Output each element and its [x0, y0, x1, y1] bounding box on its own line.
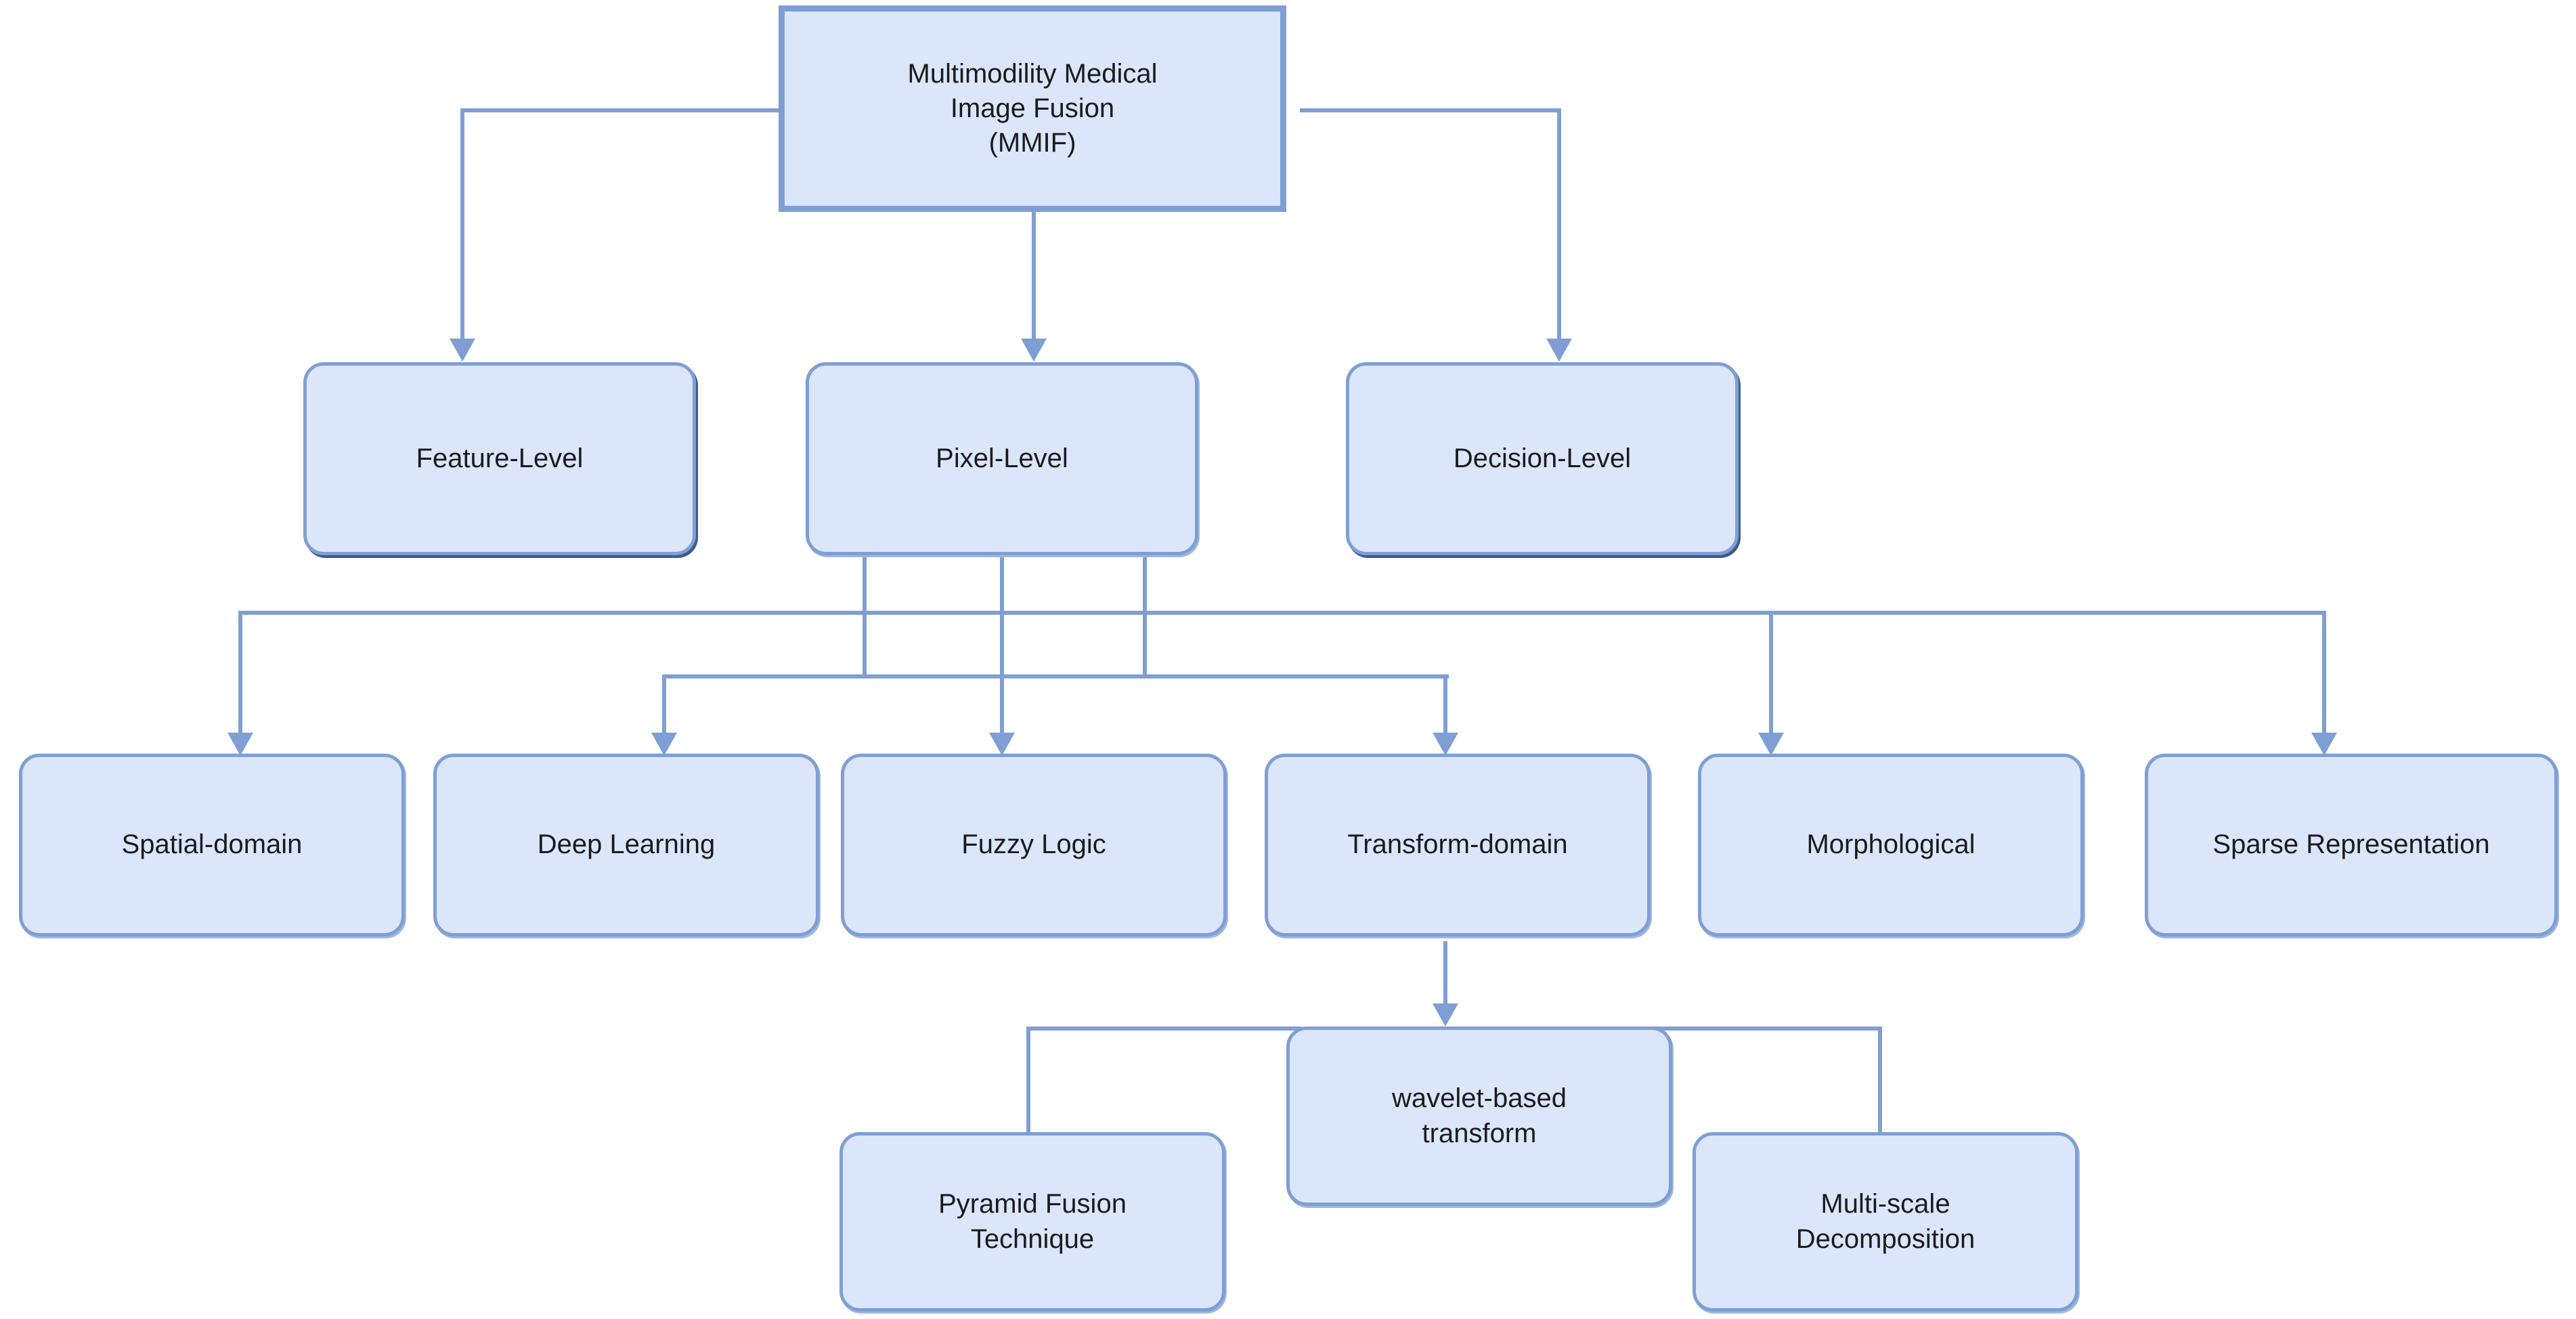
arrowhead-feature-level: [450, 339, 475, 362]
node-morphological[interactable]: Morphological: [1698, 754, 2084, 936]
node-mmif-root-label: Multimodility Medical Image Fusion (MMIF…: [907, 58, 1158, 158]
arrowhead-morphological: [1758, 733, 1784, 756]
arrowhead-transform-domain: [1433, 733, 1458, 756]
node-feature-level[interactable]: Feature-Level: [303, 362, 696, 555]
node-fuzzy-logic[interactable]: Fuzzy Logic: [841, 754, 1227, 936]
node-spatial-domain[interactable]: Spatial-domain: [19, 754, 405, 936]
node-mmif-root[interactable]: Multimodility Medical Image Fusion (MMIF…: [779, 5, 1286, 212]
edge-to-spatial-domain: [238, 611, 242, 736]
node-multi-scale-decomposition-label: Multi-scale Decomposition: [1795, 1189, 1975, 1254]
node-spatial-domain-label: Spatial-domain: [121, 829, 303, 860]
node-sparse-representation-label: Sparse Representation: [2212, 829, 2490, 860]
edge-pixel-drop-left: [863, 555, 867, 678]
node-morphological-label: Morphological: [1806, 829, 1975, 860]
node-wavelet-based-transform-label: wavelet-based transform: [1392, 1083, 1567, 1148]
node-wavelet-based-transform[interactable]: wavelet-based transform: [1286, 1026, 1672, 1206]
arrowhead-deep-learning: [651, 733, 677, 756]
node-sparse-representation[interactable]: Sparse Representation: [2145, 754, 2558, 936]
edge-pixel-drop-right: [1143, 555, 1147, 678]
edge-root-to-decision-horizontal: [1300, 108, 1561, 112]
edge-wavelet-bus-right: [1584, 1026, 1882, 1031]
arrowhead-decision-level: [1546, 339, 1572, 362]
edge-to-sparse-representation: [2322, 611, 2326, 736]
edge-level2-lower-bus: [662, 674, 1449, 678]
edge-to-pyramid-fusion-technique: [1026, 1026, 1030, 1135]
edge-to-deep-learning: [662, 674, 666, 737]
edge-pixel-drop-center: [1000, 555, 1004, 738]
node-transform-domain-label: Transform-domain: [1347, 829, 1568, 860]
edge-root-to-decision-vertical: [1557, 108, 1561, 342]
node-multi-scale-decomposition[interactable]: Multi-scale Decomposition: [1693, 1132, 2078, 1312]
node-pixel-level[interactable]: Pixel-Level: [806, 362, 1198, 555]
arrowhead-pixel-level: [1021, 339, 1047, 362]
arrowhead-fuzzy-logic: [989, 733, 1015, 756]
node-transform-domain[interactable]: Transform-domain: [1265, 754, 1651, 936]
node-decision-level[interactable]: Decision-Level: [1346, 362, 1739, 555]
edge-level2-upper-bus: [238, 611, 2326, 615]
edge-root-to-pixel-vertical: [1032, 210, 1036, 342]
node-feature-level-label: Feature-Level: [416, 443, 584, 473]
edge-wavelet-bus-left: [1026, 1026, 1301, 1031]
edge-to-transform-domain: [1443, 674, 1447, 737]
arrowhead-spatial-domain: [227, 733, 253, 756]
node-pyramid-fusion-technique-label: Pyramid Fusion Technique: [938, 1189, 1127, 1254]
node-pixel-level-label: Pixel-Level: [936, 443, 1068, 473]
arrowhead-sparse-representation: [2311, 733, 2337, 756]
node-fuzzy-logic-label: Fuzzy Logic: [961, 829, 1106, 860]
edge-root-to-feature-horizontal: [460, 108, 782, 112]
edge-root-to-feature-vertical: [460, 108, 464, 342]
edge-transform-to-wavelet: [1443, 941, 1447, 1009]
node-decision-level-label: Decision-Level: [1453, 443, 1632, 473]
node-deep-learning[interactable]: Deep Learning: [433, 754, 819, 936]
node-pyramid-fusion-technique[interactable]: Pyramid Fusion Technique: [839, 1132, 1225, 1312]
arrowhead-wavelet-based-transform: [1433, 1003, 1458, 1026]
edge-to-multi-scale-decomposition: [1878, 1026, 1882, 1135]
edge-to-morphological: [1769, 611, 1773, 736]
node-deep-learning-label: Deep Learning: [537, 829, 716, 860]
